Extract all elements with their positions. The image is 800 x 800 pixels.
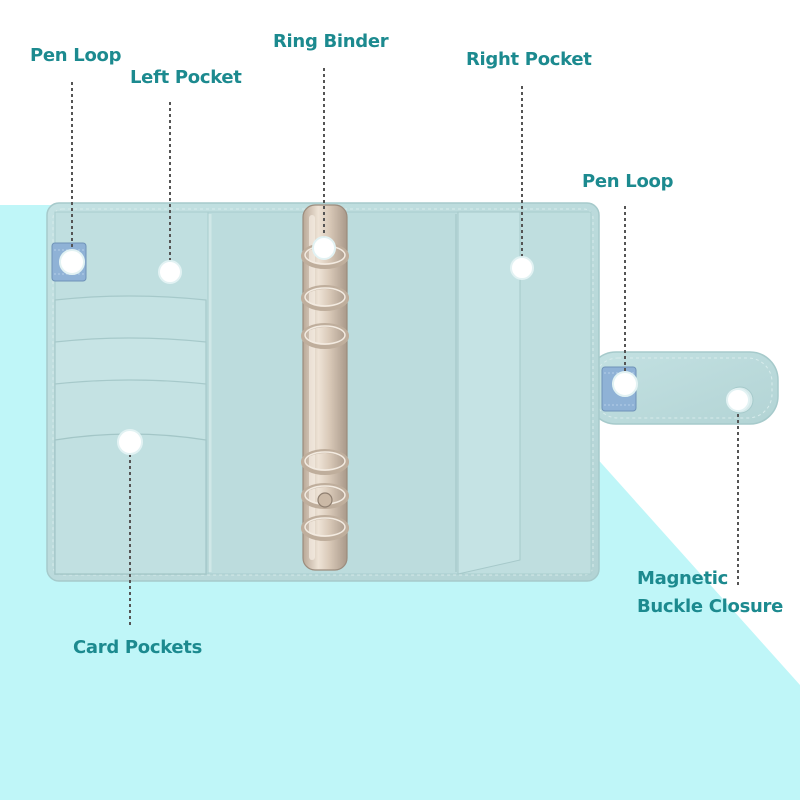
binder-ring-icon bbox=[301, 449, 349, 475]
white-circle-marker-icon bbox=[312, 236, 336, 260]
label-card-pockets: Card Pockets bbox=[73, 637, 203, 658]
binder-ring-highlight bbox=[304, 325, 346, 345]
white-circle-marker-icon bbox=[117, 429, 143, 455]
binder-ring-highlight bbox=[304, 517, 346, 537]
white-circle-marker-icon bbox=[59, 249, 85, 275]
label-magnetic-line2: Buckle Closure bbox=[637, 596, 783, 617]
white-circle-marker-icon bbox=[510, 256, 534, 280]
binder-ring-icon bbox=[301, 515, 349, 541]
binder-ring-icon bbox=[301, 285, 349, 311]
white-circle-marker-icon bbox=[158, 260, 182, 284]
label-pen-loop-right: Pen Loop bbox=[582, 171, 674, 192]
label-ring-binder: Ring Binder bbox=[273, 31, 389, 52]
label-left-pocket: Left Pocket bbox=[130, 67, 242, 88]
binder-rings bbox=[301, 243, 349, 541]
binder-ring-icon bbox=[301, 323, 349, 349]
binder-ring-highlight bbox=[304, 451, 346, 471]
leader-lines bbox=[71, 68, 739, 628]
white-circle-marker-icon bbox=[726, 388, 750, 412]
binder-rivet bbox=[317, 492, 333, 508]
label-pen-loop-left: Pen Loop bbox=[30, 45, 122, 66]
label-magnetic-line1: Magnetic bbox=[637, 568, 729, 589]
binder-ring-highlight bbox=[304, 287, 346, 307]
white-circle-marker-icon bbox=[612, 371, 638, 397]
label-right-pocket: Right Pocket bbox=[466, 49, 592, 70]
white-circle-marker-icons bbox=[59, 236, 750, 455]
